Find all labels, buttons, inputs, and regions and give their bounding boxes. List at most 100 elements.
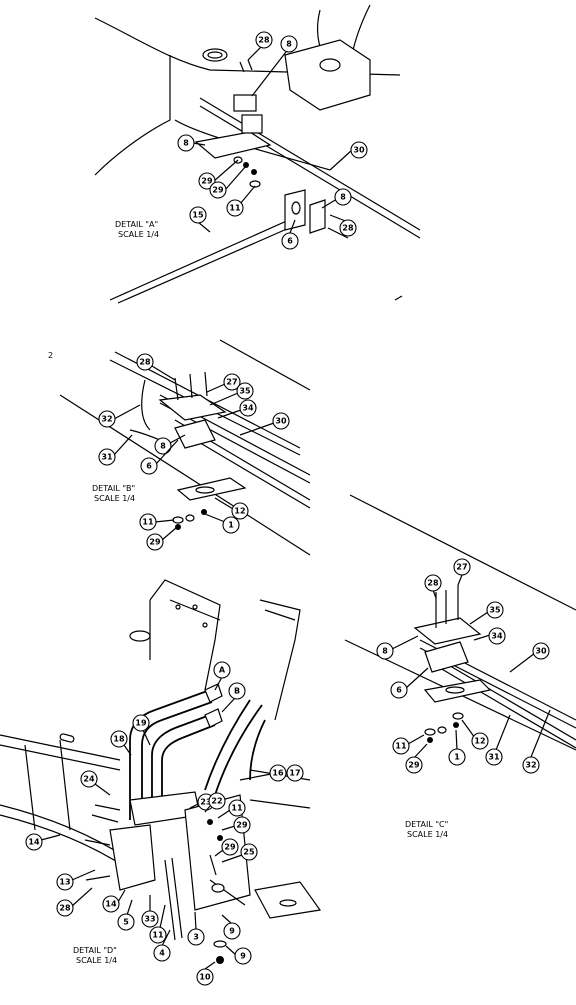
svg-text:28: 28 (342, 224, 354, 233)
callout-balloon: 33 (141, 895, 159, 928)
callout-balloon: 29 (214, 838, 239, 857)
svg-text:8: 8 (183, 139, 189, 148)
detail-b-scale: SCALE 1/4 (94, 494, 135, 503)
callouts-detail-a: 28 8 8 30 29 29 11 15 6 8 28 (177, 31, 368, 250)
svg-text:14: 14 (105, 900, 117, 909)
callout-balloon: 10 (196, 961, 216, 986)
svg-text:16: 16 (272, 769, 284, 778)
callout-balloon: 9 (225, 945, 252, 965)
callout-balloon: 18 (110, 730, 132, 756)
callout-balloon: 1 (204, 513, 240, 534)
svg-text:11: 11 (142, 518, 154, 527)
svg-text:29: 29 (224, 843, 236, 852)
svg-text:23: 23 (200, 798, 211, 807)
callout-balloon: 25 (221, 843, 258, 863)
callout-balloon: 6 (390, 667, 429, 699)
callout-balloon: 12 (214, 497, 249, 520)
callout-balloon: 34 (473, 627, 506, 645)
callout-balloon: 28 (247, 31, 273, 61)
svg-text:B: B (234, 687, 240, 696)
svg-text:11: 11 (231, 804, 243, 813)
svg-text:28: 28 (59, 904, 71, 913)
svg-text:30: 30 (353, 146, 365, 155)
svg-text:8: 8 (286, 40, 292, 49)
detail-a-caption: DETAIL "A" SCALE 1/4 (115, 220, 159, 239)
svg-text:33: 33 (144, 915, 155, 924)
callout-balloon: 35 (209, 382, 254, 406)
svg-text:29: 29 (212, 186, 224, 195)
svg-text:1: 1 (228, 521, 234, 530)
detail-b-drawing (59, 339, 311, 556)
detail-c-title: DETAIL "C" (405, 820, 448, 829)
callout-balloon: 24 (80, 770, 111, 796)
callout-balloon: 29 (146, 527, 177, 551)
callout-balloon: 8 (251, 35, 298, 97)
callout-balloon: 31 (485, 714, 511, 766)
callout-balloon: 15 (189, 206, 211, 233)
svg-text:3: 3 (193, 933, 199, 942)
svg-text:30: 30 (275, 417, 287, 426)
svg-text:1: 1 (454, 753, 460, 762)
callout-balloon: 5 (117, 899, 135, 931)
svg-text:9: 9 (229, 927, 235, 936)
svg-text:12: 12 (474, 737, 485, 746)
svg-text:11: 11 (395, 742, 407, 751)
svg-text:17: 17 (289, 769, 300, 778)
svg-text:28: 28 (258, 36, 270, 45)
svg-text:14: 14 (28, 838, 40, 847)
callout-balloon: 31 (98, 434, 133, 466)
svg-text:A: A (219, 666, 226, 675)
callout-balloon: 6 (281, 219, 299, 250)
detail-d-scale: SCALE 1/4 (76, 956, 117, 965)
svg-text:28: 28 (427, 579, 439, 588)
callout-balloon: 11 (392, 734, 425, 755)
svg-text:15: 15 (192, 211, 204, 220)
detail-d-title: DETAIL "D" (73, 946, 117, 955)
svg-text:29: 29 (408, 761, 420, 770)
callouts-detail-d: A B 19 18 16 17 24 23 22 11 29 29 25 14 … (25, 661, 304, 986)
svg-text:5: 5 (123, 918, 129, 927)
callout-balloon: 29 (221, 816, 251, 834)
callout-balloon: 28 (56, 887, 93, 917)
callout-balloon: B (221, 682, 246, 713)
svg-text:22: 22 (211, 797, 222, 806)
svg-text:10: 10 (199, 973, 211, 982)
callout-balloon: 29 (405, 743, 428, 774)
callout-balloon: 17 (286, 764, 304, 782)
callout-balloon: 9 (221, 914, 241, 940)
detail-d-caption: DETAIL "D" SCALE 1/4 (73, 946, 117, 965)
svg-text:25: 25 (243, 848, 255, 857)
detail-b-title: DETAIL "B" (92, 484, 135, 493)
svg-text:32: 32 (101, 415, 112, 424)
svg-text:34: 34 (242, 404, 254, 413)
callout-balloon: 32 (522, 709, 551, 774)
callout-balloon: A (213, 661, 231, 691)
svg-text:24: 24 (83, 775, 95, 784)
callout-balloon: 13 (56, 869, 96, 891)
callout-balloon: 12 (461, 719, 489, 750)
svg-text:6: 6 (396, 686, 402, 695)
callout-balloon: 27 (206, 373, 241, 393)
svg-text:27: 27 (456, 563, 467, 572)
svg-text:13: 13 (59, 878, 70, 887)
detail-c-drawing (344, 494, 576, 751)
svg-text:19: 19 (135, 719, 147, 728)
callout-balloon: 11 (217, 799, 246, 819)
svg-text:27: 27 (226, 378, 237, 387)
svg-text:9: 9 (240, 952, 246, 961)
callouts-detail-c: 27 28 35 34 30 8 6 11 29 1 12 31 32 (376, 558, 551, 774)
svg-text:18: 18 (113, 735, 125, 744)
callout-balloon: 11 (139, 513, 175, 531)
svg-text:6: 6 (287, 237, 293, 246)
svg-text:29: 29 (201, 177, 213, 186)
svg-text:35: 35 (489, 606, 501, 615)
stray-mark: 2 (48, 351, 53, 360)
detail-b-caption: DETAIL "B" SCALE 1/4 (92, 484, 135, 503)
svg-text:8: 8 (340, 193, 346, 202)
callout-balloon: 32 (98, 404, 141, 428)
callout-balloon: 29 (209, 165, 247, 199)
callout-balloon: 8 (321, 188, 352, 209)
callouts-detail-b: 28 27 35 34 32 30 8 31 6 12 11 1 29 (98, 353, 290, 551)
callout-balloon: 8 (154, 434, 186, 455)
